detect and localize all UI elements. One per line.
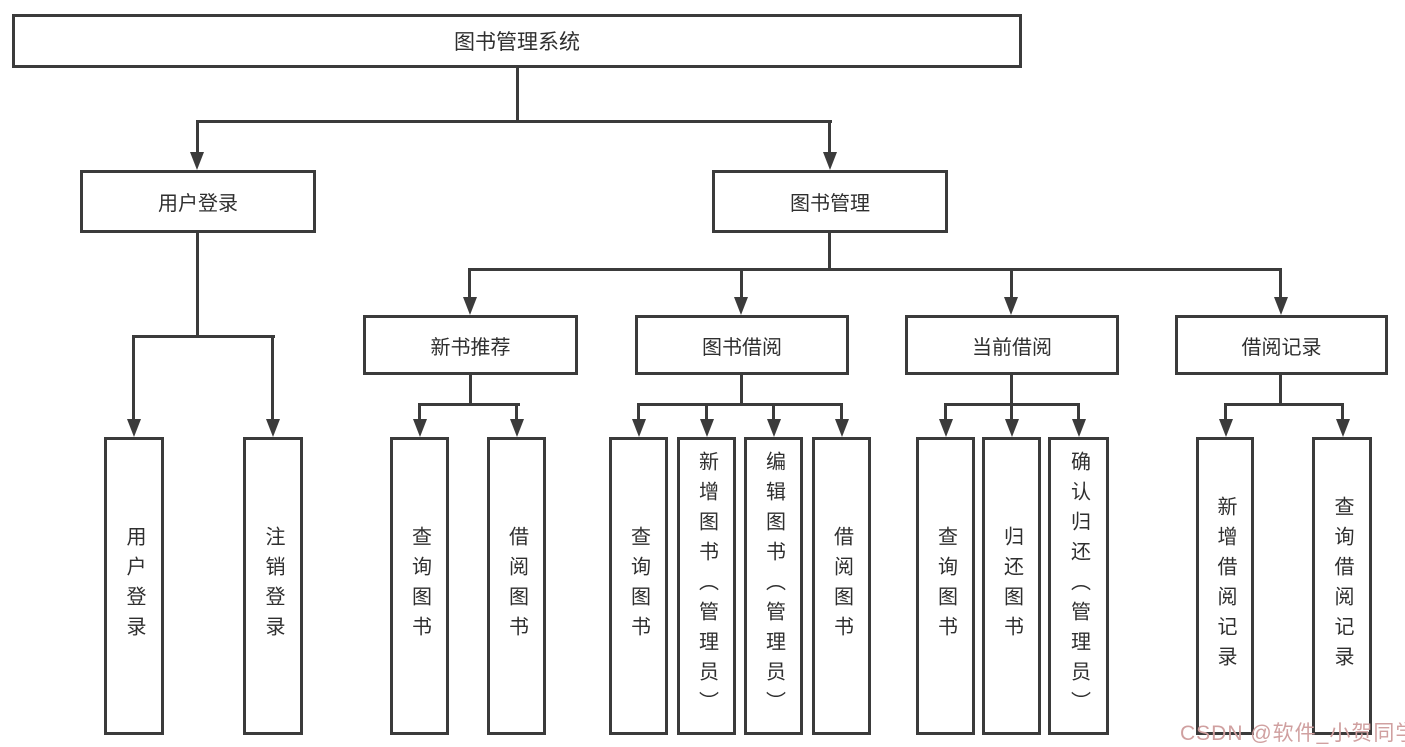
leaf-bb-borrow-label: 借阅图书 bbox=[830, 526, 853, 646]
watermark: CSDN @软件_小贺同学 bbox=[1180, 722, 1405, 745]
leaf-cb-query: 查询图书 bbox=[916, 437, 975, 735]
leaf-user-login-label: 用户登录 bbox=[123, 526, 145, 646]
leaf-nbr-query-label: 查询图书 bbox=[408, 526, 431, 646]
arrowhead-nbr-borrow bbox=[510, 419, 524, 437]
leaf-cb-query-label: 查询图书 bbox=[934, 526, 957, 646]
connector-leaf-userlogin-shaft bbox=[132, 335, 135, 421]
leaf-bb-add: 新增图书（管理员） bbox=[677, 437, 736, 735]
connector-newbookrec-shaft bbox=[468, 268, 471, 299]
arrowhead-cb-confirm bbox=[1072, 419, 1086, 437]
leaf-logout: 注销登录 bbox=[243, 437, 303, 735]
arrowhead-bb-edit bbox=[767, 419, 781, 437]
arrowhead-cb-query bbox=[939, 419, 953, 437]
node-book-borrow: 图书借阅 bbox=[635, 315, 849, 375]
leaf-bb-add-label: 新增图书（管理员） bbox=[695, 451, 718, 721]
node-root: 图书管理系统 bbox=[12, 14, 1022, 68]
node-book-borrow-label: 图书借阅 bbox=[702, 336, 782, 359]
connector-root-stem bbox=[516, 68, 519, 121]
arrowhead-bb-borrow bbox=[835, 419, 849, 437]
connector-bookmgmt-hline bbox=[468, 268, 1282, 271]
leaf-bb-edit-label: 编辑图书（管理员） bbox=[762, 451, 785, 721]
connector-cb-confirm-shaft bbox=[1077, 403, 1080, 421]
connector-root-hline bbox=[196, 120, 832, 123]
node-current-borrow: 当前借阅 bbox=[905, 315, 1119, 375]
connector-userlogin-stem bbox=[196, 233, 199, 337]
leaf-bb-query-label: 查询图书 bbox=[627, 526, 650, 646]
leaf-nbr-borrow-label: 借阅图书 bbox=[505, 526, 528, 646]
connector-cb-query-shaft bbox=[944, 403, 947, 421]
arrowhead-br-add bbox=[1219, 419, 1233, 437]
arrowhead-leaf-logout bbox=[266, 419, 280, 437]
node-user-login-label: 用户登录 bbox=[158, 193, 238, 215]
arrowhead-newbookrec bbox=[463, 297, 477, 315]
arrowhead-bb-add bbox=[700, 419, 714, 437]
connector-newbookrec-hline bbox=[418, 403, 520, 406]
connector-currentborrow-stem bbox=[1010, 375, 1013, 405]
leaf-user-login: 用户登录 bbox=[104, 437, 164, 735]
node-user-login: 用户登录 bbox=[80, 170, 316, 233]
node-book-mgmt-label: 图书管理 bbox=[790, 193, 870, 215]
leaf-nbr-borrow: 借阅图书 bbox=[487, 437, 546, 735]
connector-bb-borrow-shaft bbox=[840, 403, 843, 421]
node-new-book-rec-label: 新书推荐 bbox=[430, 336, 511, 359]
leaf-nbr-query: 查询图书 bbox=[390, 437, 449, 735]
connector-bookborrow-stem bbox=[740, 375, 743, 405]
node-book-mgmt: 图书管理 bbox=[712, 170, 948, 233]
leaf-cb-confirm: 确认归还（管理员） bbox=[1048, 437, 1109, 735]
connector-bb-query-shaft bbox=[637, 403, 640, 421]
connector-currentborrow-shaft bbox=[1010, 268, 1013, 299]
node-current-borrow-label: 当前借阅 bbox=[972, 336, 1052, 359]
arrowhead-nbr-query bbox=[413, 419, 427, 437]
connector-cb-return-shaft bbox=[1010, 403, 1013, 421]
node-borrow-records-label: 借阅记录 bbox=[1241, 336, 1322, 359]
leaf-cb-return-label: 归还图书 bbox=[1000, 526, 1023, 646]
connector-nbr-borrow-shaft bbox=[515, 403, 518, 421]
node-borrow-records: 借阅记录 bbox=[1175, 315, 1388, 375]
leaf-cb-return: 归还图书 bbox=[982, 437, 1041, 735]
arrowhead-bb-query bbox=[632, 419, 646, 437]
connector-userlogin-shaft bbox=[196, 120, 199, 154]
leaf-logout-label: 注销登录 bbox=[262, 526, 284, 646]
connector-bookborrow-hline bbox=[637, 403, 843, 406]
connector-bookmgmt-shaft bbox=[828, 120, 831, 154]
connector-newbookrec-stem bbox=[469, 375, 472, 405]
connector-bookborrow-shaft bbox=[740, 268, 743, 299]
arrowhead-leaf-userlogin bbox=[127, 419, 141, 437]
leaf-br-query: 查询借阅记录 bbox=[1312, 437, 1372, 735]
connector-leaf-logout-shaft bbox=[271, 335, 274, 421]
arrowhead-userlogin bbox=[190, 152, 204, 170]
connector-bookmgmt-stem bbox=[828, 233, 831, 270]
arrowhead-bookborrow bbox=[734, 297, 748, 315]
leaf-bb-borrow: 借阅图书 bbox=[812, 437, 871, 735]
connector-userlogin-hline bbox=[132, 335, 275, 338]
leaf-br-query-label: 查询借阅记录 bbox=[1331, 496, 1353, 676]
connector-bb-edit-shaft bbox=[772, 403, 775, 421]
connector-br-add-shaft bbox=[1224, 403, 1227, 421]
connector-borrowrecords-stem bbox=[1279, 375, 1282, 405]
connector-bb-add-shaft bbox=[705, 403, 708, 421]
arrowhead-borrowrecords bbox=[1274, 297, 1288, 315]
connector-borrowrecords-hline bbox=[1224, 403, 1344, 406]
leaf-bb-edit: 编辑图书（管理员） bbox=[744, 437, 803, 735]
leaf-br-add-label: 新增借阅记录 bbox=[1214, 496, 1236, 676]
leaf-br-add: 新增借阅记录 bbox=[1196, 437, 1254, 735]
leaf-cb-confirm-label: 确认归还（管理员） bbox=[1067, 451, 1090, 721]
node-new-book-rec: 新书推荐 bbox=[363, 315, 578, 375]
leaf-bb-query: 查询图书 bbox=[609, 437, 668, 735]
arrowhead-cb-return bbox=[1005, 419, 1019, 437]
arrowhead-bookmgmt bbox=[823, 152, 837, 170]
arrowhead-currentborrow bbox=[1004, 297, 1018, 315]
connector-nbr-query-shaft bbox=[418, 403, 421, 421]
node-root-label: 图书管理系统 bbox=[454, 31, 580, 54]
connector-borrowrecords-shaft bbox=[1279, 268, 1282, 299]
connector-br-query-shaft bbox=[1341, 403, 1344, 421]
arrowhead-br-query bbox=[1336, 419, 1350, 437]
